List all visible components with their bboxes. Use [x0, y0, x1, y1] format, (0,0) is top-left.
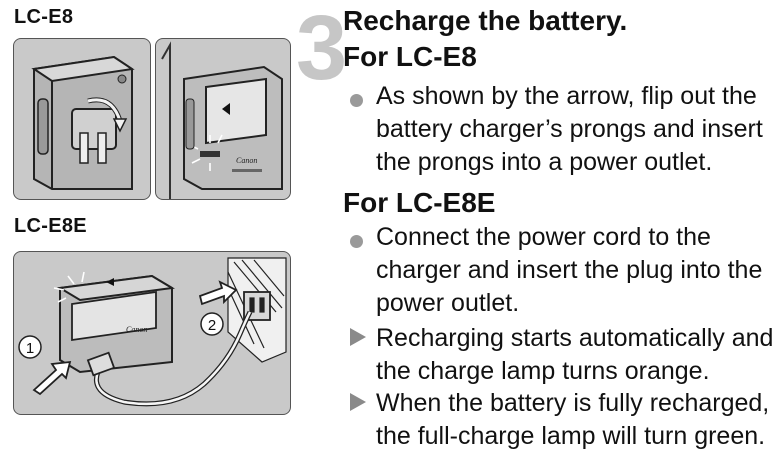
canon-brand-mark-1: Canon — [236, 156, 257, 165]
illustration-lc-e8-inserted: Canon — [155, 38, 291, 200]
note-item-fully-recharged: When the battery is fully recharged, the… — [376, 389, 770, 450]
canon-brand-mark-2: Canon — [126, 325, 147, 334]
step-title: Recharge the battery. — [343, 5, 628, 36]
note-item-recharging-starts: Recharging starts automatically and the … — [376, 324, 774, 385]
illustration-lc-e8-prongs — [13, 38, 151, 200]
callout-2-number: 2 — [208, 317, 216, 334]
illustration-lc-e8e-cord: Canon 1 2 — [13, 251, 291, 415]
step-number: 3 — [296, 0, 348, 99]
callout-1-number: 1 — [26, 340, 34, 357]
label-lc-e8: LC-E8 — [14, 6, 74, 28]
bullet-item-flip-prongs: As shown by the arrow, flip out the batt… — [376, 82, 763, 176]
note-triangle-icon — [350, 393, 366, 411]
bullet-dot — [350, 94, 363, 107]
section-heading-lc-e8: For LC-E8 — [343, 41, 477, 72]
note-triangle-icon — [350, 328, 366, 346]
bullet-item-connect-cord: Connect the power cord to the charger an… — [376, 223, 763, 317]
bullet-dot — [350, 235, 363, 248]
section-heading-lc-e8e: For LC-E8E — [343, 187, 496, 218]
label-lc-e8e: LC-E8E — [14, 215, 87, 237]
